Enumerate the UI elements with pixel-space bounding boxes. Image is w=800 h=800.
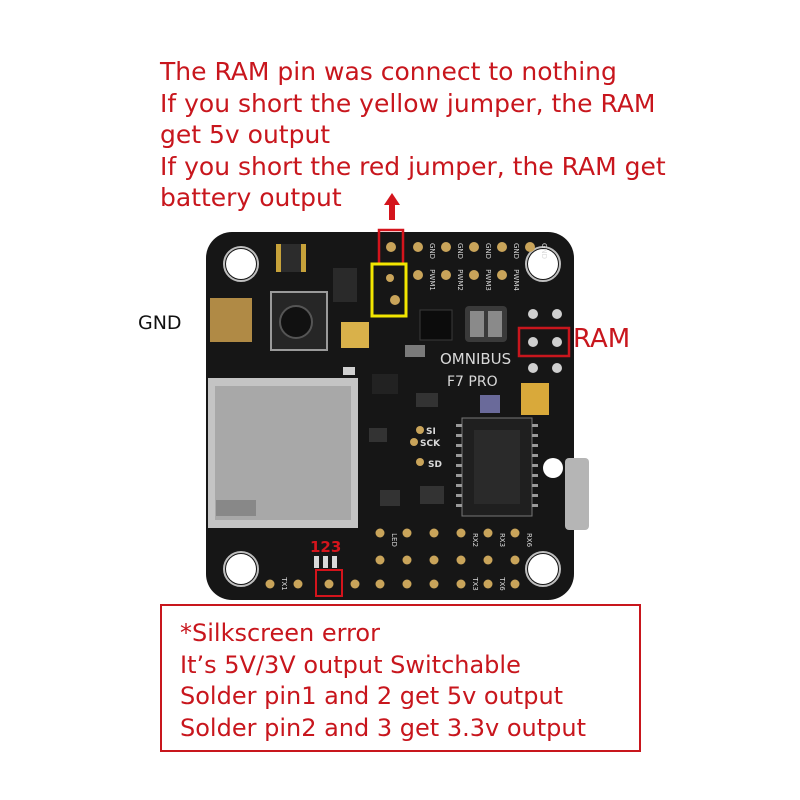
mounting-hole <box>223 246 259 282</box>
main-chip <box>461 417 533 517</box>
pad-label-top: GND <box>484 243 492 259</box>
capacitor <box>341 322 369 348</box>
mounting-hole <box>525 551 561 587</box>
pad-label-bottom: RX6 <box>525 533 533 548</box>
pad-label-pwm: PWM3 <box>484 269 492 291</box>
top-annotation-line: The RAM pin was connect to nothing <box>160 57 617 86</box>
up-arrow-icon <box>384 193 400 220</box>
top-annotation-line: get 5v output <box>160 120 331 149</box>
ram-highlight-box <box>517 326 571 358</box>
pad-label-top: GND <box>512 243 520 259</box>
usb-connector <box>565 458 589 530</box>
bottom-solder-pads <box>265 528 520 589</box>
jumper-numbers: 123 <box>310 538 341 556</box>
pad-label-pwm: PWM4 <box>512 269 520 291</box>
bottom-annotation-line: *Silkscreen error <box>180 619 380 647</box>
bottom-annotation-box <box>160 604 641 752</box>
pad-label-pwm: PWM1 <box>428 269 436 291</box>
pad-label-bottom: TX3 <box>471 576 479 591</box>
mounting-hole <box>223 551 259 587</box>
board-brand: OMNIBUS <box>440 350 511 368</box>
pad-label-top: GND <box>540 243 548 259</box>
yellow-jumper-box <box>370 262 408 318</box>
pad-label-top: GND <box>428 243 436 259</box>
top-annotation-line: If you short the red jumper, the RAM get <box>160 151 666 181</box>
bottom-annotation: *Silkscreen error It’s 5V/3V output Swit… <box>180 618 586 744</box>
gnd-label: GND <box>138 312 182 334</box>
top-annotation: The RAM pin was connect to nothing If yo… <box>160 56 760 214</box>
pad-label-bottom: RX3 <box>498 533 506 547</box>
board-model: F7 PRO <box>447 374 498 390</box>
pad-label-bottom: TX1 <box>280 576 288 591</box>
pad-label-bottom: LED <box>390 533 398 547</box>
pad-label-bottom: RX2 <box>471 533 479 547</box>
top-annotation-line: If you short the yellow jumper, the RAM <box>160 88 656 118</box>
pad-label-pwm: PWM2 <box>456 269 464 291</box>
top-annotation-line: battery output <box>160 183 342 212</box>
sd-card-slot <box>208 378 358 528</box>
ram-header-pads <box>528 309 562 373</box>
spi-label: SI <box>426 427 436 437</box>
ram-label: RAM <box>573 324 631 354</box>
spi-label: SCK <box>420 439 441 449</box>
mounting-hole <box>525 246 561 282</box>
bottom-annotation-line: Solder pin2 and 3 get 3.3v output <box>180 713 586 742</box>
bottom-annotation-line: It’s 5V/3V output Switchable <box>180 650 521 679</box>
bottom-annotation-line: Solder pin1 and 2 get 5v output <box>180 682 564 710</box>
gnd-pad <box>210 298 252 342</box>
spi-label: SD <box>428 460 442 470</box>
voltage-jumper-box <box>315 569 343 597</box>
pad-label-top: GND <box>456 243 464 259</box>
top-solder-pads <box>413 242 535 280</box>
pad-label-bottom: TX6 <box>498 576 506 591</box>
mounting-hole <box>543 458 563 478</box>
